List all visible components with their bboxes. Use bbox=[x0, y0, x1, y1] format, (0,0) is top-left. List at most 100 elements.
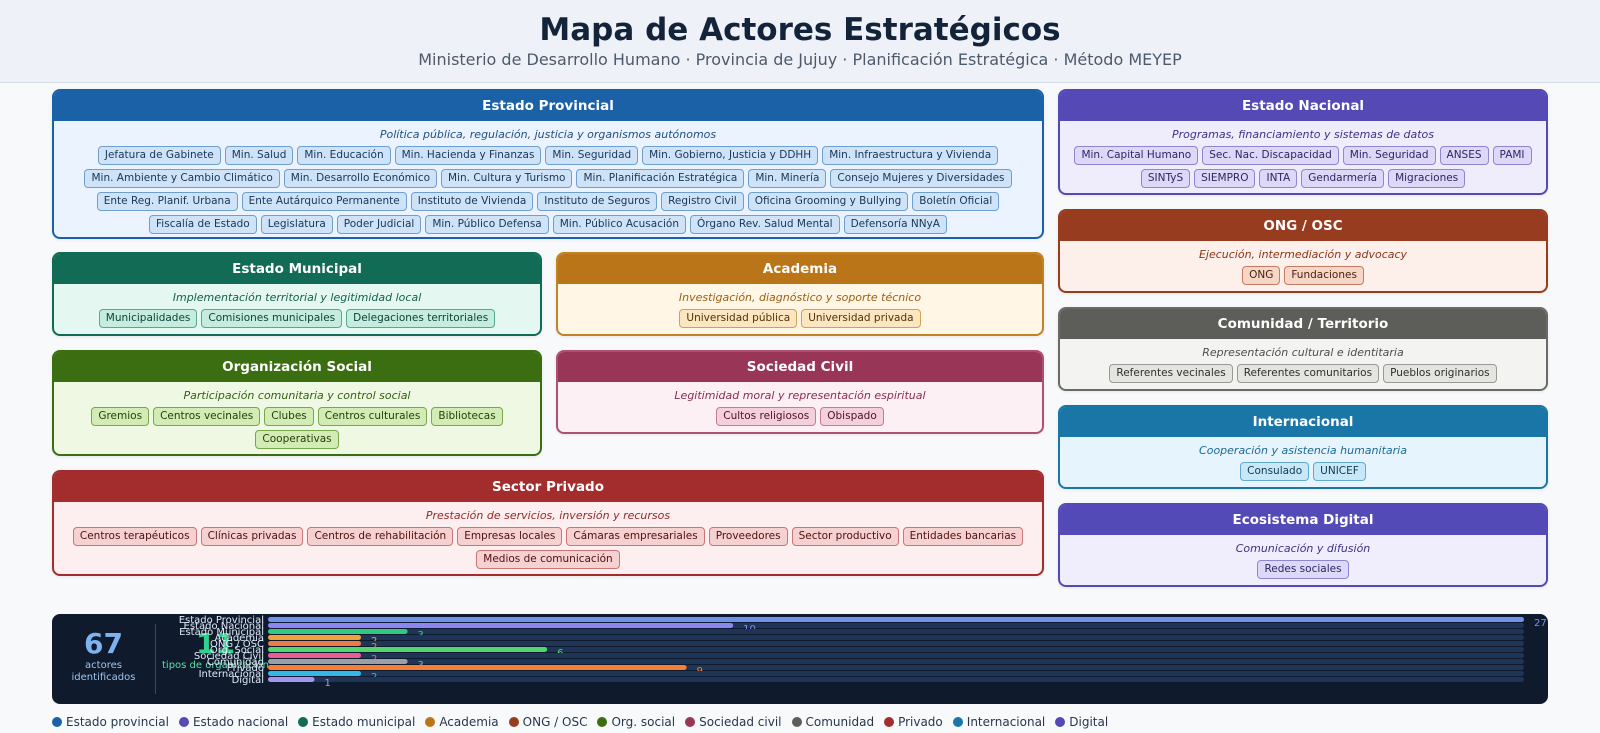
bar-value-label: 1 bbox=[325, 678, 331, 689]
actor-chip: Min. Minería bbox=[748, 169, 827, 188]
bar-category-label: Academia bbox=[215, 633, 264, 644]
actor-chip: SIEMPRO bbox=[1194, 169, 1256, 188]
legend-item: Academia bbox=[425, 715, 499, 729]
actor-chip: Migraciones bbox=[1388, 169, 1466, 188]
bar-category-label: Internacional bbox=[199, 669, 264, 680]
org-types-number: 11 bbox=[196, 627, 235, 660]
card-description: Participación comunitaria y control soci… bbox=[183, 389, 411, 402]
legend-label: Digital bbox=[1069, 715, 1109, 729]
card-title: Academia bbox=[558, 254, 1042, 284]
card-title: Internacional bbox=[1060, 407, 1546, 437]
actor-chip: Registro Civil bbox=[661, 192, 744, 211]
actor-chip: INTA bbox=[1259, 169, 1298, 188]
card-description: Legitimidad moral y representación espir… bbox=[674, 389, 926, 402]
actor-chip: Min. Hacienda y Finanzas bbox=[394, 146, 542, 165]
bar-track bbox=[268, 641, 1524, 646]
bar-category-label: ONG / OSC bbox=[210, 639, 264, 650]
bar-track bbox=[268, 659, 1524, 664]
legend-item: Internacional bbox=[952, 715, 1046, 729]
bar-track bbox=[268, 647, 1524, 652]
bar-digital bbox=[268, 677, 315, 682]
actor-chip: Entidades bancarias bbox=[902, 527, 1024, 546]
legend-item: Comunidad bbox=[791, 715, 875, 729]
actor-chip: Min. Seguridad bbox=[545, 146, 639, 165]
actor-chip: Centros terapéuticos bbox=[72, 527, 197, 546]
legend-label: Internacional bbox=[966, 715, 1046, 729]
bar-estado-provincial bbox=[268, 617, 1524, 622]
legend-label: Academia bbox=[439, 715, 499, 729]
actor-chip: Min. Público Acusación bbox=[552, 215, 686, 234]
actor-chip: Min. Planificación Estratégica bbox=[576, 169, 745, 188]
total-actors-number: 67 bbox=[84, 627, 123, 660]
actor-chip: Obispado bbox=[820, 407, 884, 426]
actor-chip: Instituto de Seguros bbox=[537, 192, 658, 211]
card-title: Estado Municipal bbox=[54, 254, 540, 284]
legend-label: Estado provincial bbox=[66, 715, 169, 729]
bar-track bbox=[268, 635, 1524, 640]
legend-item: Estado nacional bbox=[178, 715, 288, 729]
actor-chip: Instituto de Vivienda bbox=[410, 192, 534, 211]
actor-chip: ONG bbox=[1242, 266, 1281, 285]
bar-ong-osc bbox=[268, 641, 362, 646]
actor-chip: UNICEF bbox=[1313, 462, 1366, 481]
actor-chip: Min. Salud bbox=[224, 146, 294, 165]
legend-item: Org. social bbox=[597, 715, 675, 729]
actor-chip: Referentes vecinales bbox=[1109, 364, 1233, 383]
actor-chip: Centros culturales bbox=[317, 407, 428, 426]
actor-chip: Oficina Grooming y Bullying bbox=[747, 192, 909, 211]
legend-label: Org. social bbox=[611, 715, 676, 729]
card-description: Representación cultural e identitaria bbox=[1202, 346, 1404, 359]
actor-chip: Min. Gobierno, Justicia y DDHH bbox=[642, 146, 819, 165]
bar-privado bbox=[268, 665, 687, 670]
bar-category-label: Digital bbox=[232, 675, 264, 686]
actor-chip: Delegaciones territoriales bbox=[346, 309, 496, 328]
bar-comunidad bbox=[268, 659, 408, 664]
actor-chip: Universidad privada bbox=[801, 309, 921, 328]
actor-chip: Cultos religiosos bbox=[716, 407, 817, 426]
actor-chip: Gendarmería bbox=[1301, 169, 1385, 188]
stat-divider bbox=[155, 624, 156, 694]
legend-item: Estado municipal bbox=[298, 715, 415, 729]
card-title: Sociedad Civil bbox=[558, 352, 1042, 382]
actor-chip: Gremios bbox=[91, 407, 150, 426]
bar-category-label: Estado Municipal bbox=[179, 627, 264, 638]
card-title: Sector Privado bbox=[54, 472, 1042, 502]
actor-chip: Cooperativas bbox=[255, 430, 339, 449]
actor-chip: Clínicas privadas bbox=[200, 527, 304, 546]
bar-value-label: 27 bbox=[1534, 618, 1547, 629]
bar-category-label: Privado bbox=[227, 663, 264, 674]
actor-chip: Sector productivo bbox=[791, 527, 899, 546]
actor-chip: PAMI bbox=[1492, 146, 1532, 165]
legend-dot-icon bbox=[952, 717, 963, 727]
summary-panel: 67 actores identificados 11 tipos de org… bbox=[52, 614, 1548, 704]
bar-category-label: Org. Social bbox=[210, 645, 264, 656]
actor-chip: Defensoría NNyA bbox=[843, 215, 947, 234]
legend-dot-icon bbox=[791, 717, 802, 727]
legend-label: Sociedad civil bbox=[699, 715, 782, 729]
page-header: Mapa de Actores Estratégicos Ministerio … bbox=[0, 0, 1600, 83]
legend-item: ONG / OSC bbox=[508, 715, 587, 729]
bar-track bbox=[268, 671, 1524, 676]
card-title: ONG / OSC bbox=[1060, 211, 1546, 241]
bar-estado-municipal bbox=[268, 629, 408, 634]
card-description: Investigación, diagnóstico y soporte téc… bbox=[678, 291, 922, 304]
legend-label: Comunidad bbox=[805, 715, 875, 729]
actor-chip: Empresas locales bbox=[457, 527, 563, 546]
bar-category-label: Sociedad Civil bbox=[194, 651, 264, 662]
actor-chip: Fiscalía de Estado bbox=[149, 215, 257, 234]
actor-chip: ANSES bbox=[1439, 146, 1489, 165]
bar-category-label: Comunidad bbox=[207, 657, 264, 668]
actor-chip: Consejo Mujeres y Diversidades bbox=[830, 169, 1012, 188]
bar-track bbox=[268, 629, 1524, 634]
actor-chip: Órgano Rev. Salud Mental bbox=[689, 215, 840, 234]
actor-chip: Pueblos originarios bbox=[1383, 364, 1497, 383]
